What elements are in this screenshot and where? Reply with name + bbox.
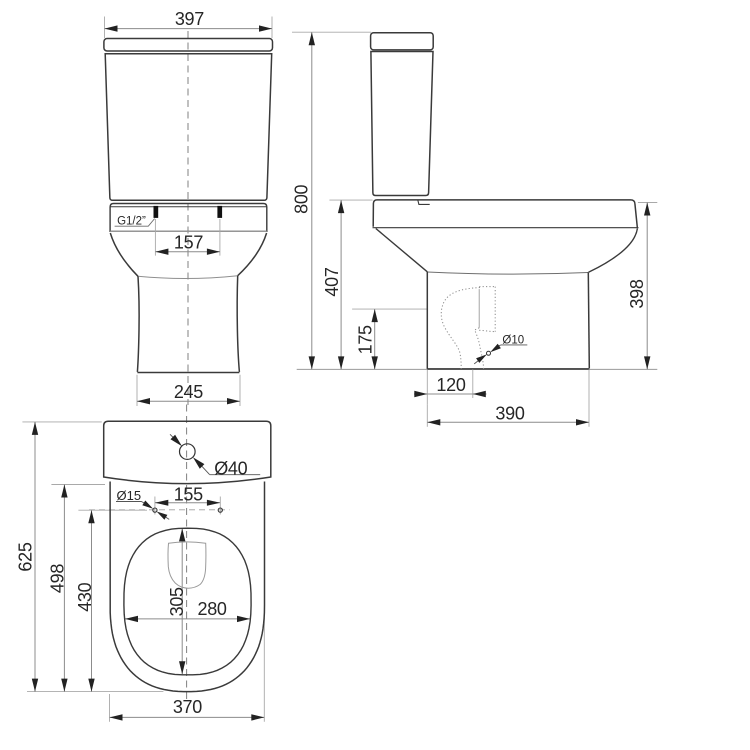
svg-text:Ø10: Ø10 [502,334,524,346]
svg-text:Ø15: Ø15 [117,488,142,503]
svg-text:280: 280 [198,599,227,619]
svg-text:175: 175 [356,325,376,354]
svg-text:430: 430 [75,582,95,611]
svg-text:245: 245 [174,382,203,402]
svg-text:157: 157 [174,232,203,252]
svg-text:625: 625 [16,542,36,571]
svg-text:390: 390 [495,404,524,424]
svg-text:G1/2”: G1/2” [117,216,146,228]
svg-text:407: 407 [322,267,342,296]
svg-text:498: 498 [47,564,67,593]
svg-text:155: 155 [174,485,203,505]
svg-text:Ø40: Ø40 [214,458,247,478]
svg-text:397: 397 [175,9,204,29]
svg-text:398: 398 [627,279,647,308]
svg-text:800: 800 [292,184,312,213]
svg-text:120: 120 [436,375,465,395]
svg-text:305: 305 [167,587,187,616]
svg-text:370: 370 [173,697,202,717]
